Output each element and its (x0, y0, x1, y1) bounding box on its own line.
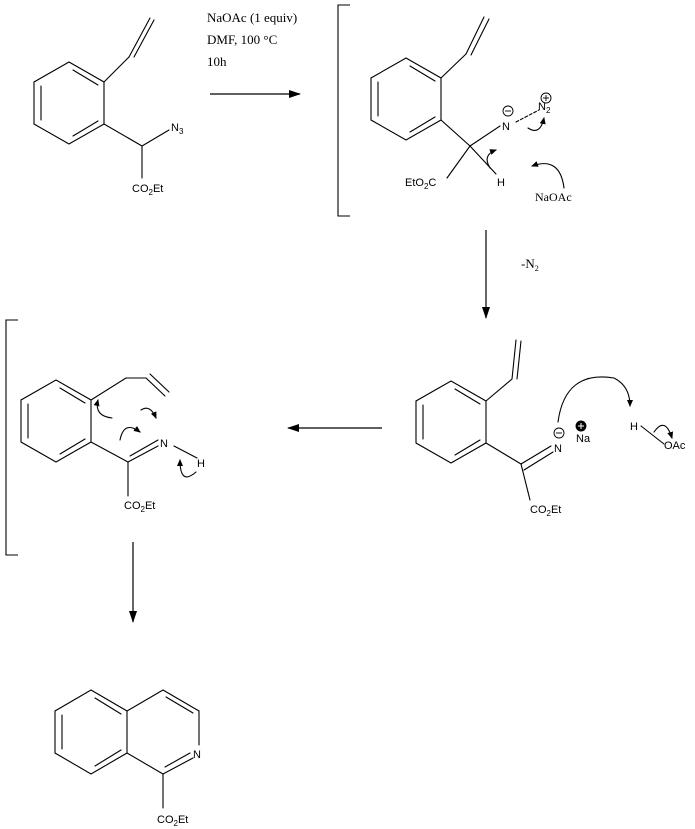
condition-time: 10h (207, 54, 227, 69)
imine-n-label: N (160, 438, 168, 450)
reaction-conditions: NaOAc (1 equiv) DMF, 100 °C 10h (207, 10, 297, 69)
ester-label: CO2Et (132, 183, 163, 197)
n-anion-label: N (554, 443, 562, 455)
naoac-label: NaOAc (535, 190, 572, 204)
condition-solvent-temp: DMF, 100 °C (207, 32, 277, 47)
h-acid-label: H (630, 421, 638, 433)
loss-of-nitrogen-label: -N2 (521, 256, 539, 273)
bracket-left-intermediate-3 (5, 319, 18, 556)
h-label: H (497, 177, 505, 189)
oac-label: OAc (664, 440, 686, 452)
sodium-label: Na (576, 433, 591, 445)
ester-label-2: CO2Et (530, 504, 561, 518)
n-minus-label: N (502, 121, 510, 133)
imine-h-label: H (197, 458, 205, 470)
starting-material-azide: N3 CO2Et (33, 17, 184, 197)
ester-label-3: CO2Et (124, 500, 155, 514)
condition-reagent: NaOAc (1 equiv) (207, 10, 297, 25)
ring-n-label: N (193, 749, 201, 761)
ester-label-4: CO2Et (157, 814, 188, 828)
intermediate-3: N H CO2Et (20, 373, 205, 514)
ester-left-label: EtO2C (405, 177, 436, 191)
azide-label: N3 (171, 122, 184, 136)
intermediate-2: N Na H OAc CO2Et (415, 339, 686, 518)
n2-plus-label: N2 (538, 101, 551, 115)
bracket-left-intermediate-1 (337, 4, 350, 217)
intermediate-1: N N2 H EtO2C NaOAc (370, 16, 572, 204)
product-isoquinoline: N CO2Et (54, 689, 201, 828)
